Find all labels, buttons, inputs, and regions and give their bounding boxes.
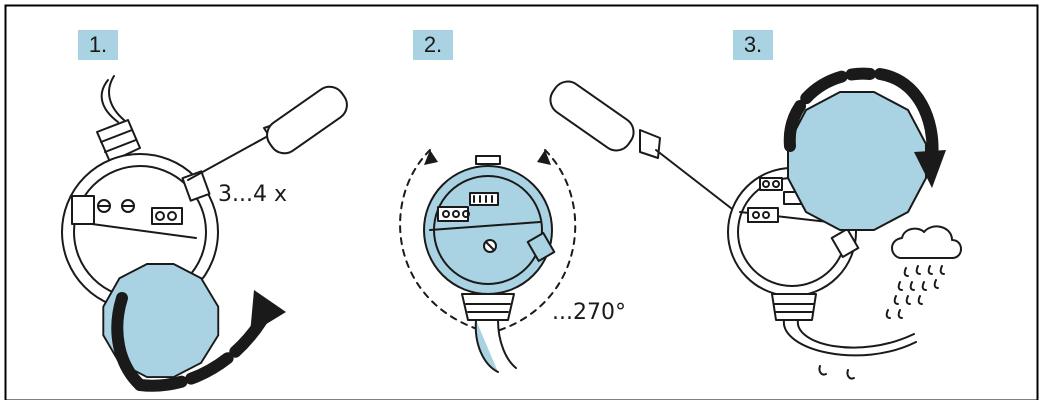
step-3-drip-loop [782,319,917,357]
step-3-screwdriver-handle [549,80,635,152]
step-1-rotate-arrow [134,314,268,392]
step-1-screw-count-note: 3...4 x [218,182,287,207]
step-2-rotation-note: ...270° [552,300,626,325]
step-1-label: 1. [78,30,118,60]
step-3-cover [787,91,927,231]
step-3-screwdriver-shaft [655,149,737,213]
step-1-screwdriver-shaft [187,135,269,181]
step-2-cable-gland [461,293,515,321]
step-1-cable [100,79,119,123]
step-2-illustration [399,149,577,373]
step-1-illustration [61,75,348,392]
diagram-frame [4,4,1039,400]
step-2-cable [474,319,499,373]
step-3-rotate-arrow [783,67,876,152]
step-3-label: 3. [733,30,773,60]
rain-icon [885,265,945,319]
step-3-cable-gland [771,293,817,321]
step-2-label: 2. [413,30,453,60]
step-3-illustration [549,67,962,380]
step-2-rotation-range [399,149,481,331]
step-1-screwdriver-handle [266,85,348,155]
cloud-icon [891,225,962,259]
step-1-cover [102,263,220,379]
